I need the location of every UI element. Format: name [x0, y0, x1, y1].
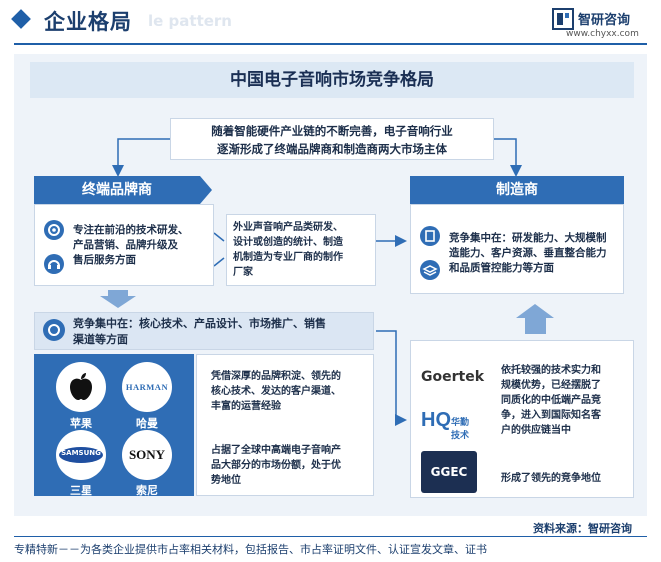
advantage-line: 凭借深厚的品牌积淀、领先的 — [211, 371, 341, 382]
source-note: 资料来源：智研咨询 — [533, 522, 632, 535]
harman-wordmark: HARMAN — [125, 382, 169, 392]
footer-divider — [14, 536, 647, 537]
compete-line: 造能力、客户资源、垂直整合能力 — [449, 247, 607, 259]
apple-icon — [70, 373, 92, 400]
ggec-logo: GGEC — [421, 451, 477, 493]
focus-line: 专注在前沿的技术研发、 — [73, 224, 189, 236]
title-bar — [30, 62, 634, 98]
header-ghost-text: le pattern — [148, 12, 232, 30]
gear-icon — [44, 220, 64, 240]
sony-wordmark: SONY — [128, 447, 166, 462]
gear-icon — [43, 319, 65, 341]
advantage-line: 依托较强的技术实力和 — [501, 365, 601, 376]
ggec-wordmark: GGEC — [430, 465, 468, 479]
result-line: 品大部分的市场份额，处于优 — [211, 460, 341, 471]
focus-line: 售后服务方面 — [73, 254, 136, 266]
header-divider — [14, 43, 647, 45]
brand-label: 索尼 — [136, 484, 158, 497]
logo-url: www.chyxx.com — [566, 29, 639, 39]
goertek-logo: Goertek — [421, 357, 485, 397]
brand-owner-compete-box: 竞争集中在：核心技术、产品设计、市场推广、销售 渠道等方面 — [34, 312, 374, 350]
advantage-line: 户的供应链当中 — [501, 425, 571, 436]
brand-owner-focus-box: 专注在前沿的技术研发、 产品营销、品牌升级及 售后服务方面 — [34, 204, 214, 286]
result-line: 势地位 — [211, 475, 241, 486]
outsource-line: 机制造为专业厂商的制作 — [233, 252, 343, 263]
samsung-logo: SAMSUNG — [56, 430, 106, 480]
outsource-line: 外业声音响产品类研发、 — [233, 222, 343, 233]
outsource-box: 外业声音响产品类研发、 设计或创造的统计、制造 机制造为专业厂商的制作 厂家 — [226, 214, 376, 286]
page-title: 企业格局 — [44, 10, 132, 34]
focus-text: 专注在前沿的技术研发、 产品营销、品牌升级及 售后服务方面 — [73, 223, 213, 268]
advantage-line: 争，进入到国际知名客 — [501, 410, 601, 421]
intro-box: 随着智能硬件产业链的不断完善，电子音响行业 逐渐形成了终端品牌商和制造商两大市场… — [170, 118, 494, 160]
manufacturer-compete-text: 竞争集中在：研发能力、大规模制 造能力、客户资源、垂直整合能力 和品质管控能力等… — [449, 231, 621, 276]
compete-line: 竞争集中在：研发能力、大规模制 — [449, 232, 607, 244]
manufacturer-advantage-box: Goertek HQ 华勤技术 GGEC 依托较强的技术实力和 规模优势，已经摆… — [410, 340, 634, 498]
compete-line: 竞争集中在：核心技术、产品设计、市场推广、销售 — [73, 317, 326, 330]
brand-owner-advantage-box: 凭借深厚的品牌积淀、领先的 核心技术、发达的客户渠道、 丰富的运营经验 占据了全… — [196, 354, 374, 496]
advantage-line: 丰富的运营经验 — [211, 401, 281, 412]
manufacturer-heading: 制造商 — [410, 176, 624, 204]
manufacturer-advantage-text: 依托较强的技术实力和 规模优势，已经摆脱了 同质化的中低端产品竞 争，进入到国际… — [501, 363, 631, 438]
result-text: 占据了全球中高端电子音响产 品大部分的市场份额，处于优 势地位 — [211, 443, 371, 488]
headset-icon — [44, 254, 64, 274]
brand-label: 哈曼 — [136, 417, 158, 430]
intro-line: 随着智能硬件产业链的不断完善，电子音响行业 — [211, 124, 453, 138]
compete-line: 和品质管控能力等方面 — [449, 262, 554, 274]
harman-logo: HARMAN — [122, 362, 172, 412]
manufacturer-compete-box: 竞争集中在：研发能力、大规模制 造能力、客户资源、垂直整合能力 和品质管控能力等… — [410, 204, 624, 294]
result-line: 形成了领先的竞争地位 — [501, 473, 601, 484]
compete-line: 渠道等方面 — [73, 333, 128, 346]
brand-owner-heading: 终端品牌商 — [34, 176, 200, 204]
samsung-wordmark: SAMSUNG — [61, 449, 101, 457]
brand-label: 苹果 — [70, 417, 92, 430]
logo-name: 智研咨询 — [578, 13, 631, 28]
sony-logo: SONY — [122, 430, 172, 480]
footer-text: 专精特新－－为各类企业提供市占率相关材料，包括报告、市占率证明文件、认证宣发文章… — [14, 543, 487, 556]
apple-logo — [56, 362, 106, 412]
focus-line: 产品营销、品牌升级及 — [73, 239, 178, 251]
advantage-text: 凭借深厚的品牌积淀、领先的 核心技术、发达的客户渠道、 丰富的运营经验 — [211, 369, 371, 414]
brand-logo-grid: HARMAN 苹果 哈曼 SAMSUNG SONY 三星 索尼 — [34, 354, 194, 497]
intro-line: 逐渐形成了终端品牌商和制造商两大市场主体 — [217, 142, 447, 156]
huaqin-logo: HQ 华勤技术 — [421, 403, 477, 443]
brand-label: 三星 — [70, 484, 92, 497]
outsource-line: 设计或创造的统计、制造 — [233, 237, 343, 248]
diagram-title: 中国电子音响市场竞争格局 — [230, 70, 434, 90]
outsource-line: 厂家 — [233, 267, 253, 278]
advantage-line: 同质化的中低端产品竞 — [501, 395, 601, 406]
heading-tail — [200, 176, 212, 204]
layers-icon — [420, 260, 440, 280]
goertek-wordmark: Goertek — [421, 369, 485, 385]
result-line: 占据了全球中高端电子音响产 — [211, 445, 341, 456]
advantage-line: 核心技术、发达的客户渠道、 — [211, 386, 341, 397]
clipboard-icon — [420, 226, 440, 246]
huaqin-wordmark: 华勤技术 — [451, 418, 470, 441]
logo-icon — [552, 8, 574, 30]
advantage-line: 规模优势，已经摆脱了 — [501, 380, 601, 391]
